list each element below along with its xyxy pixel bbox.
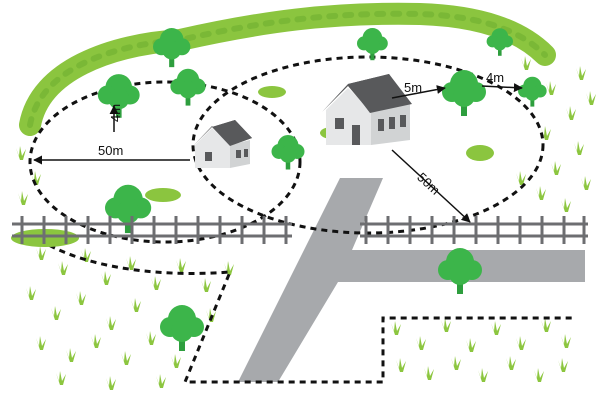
tree: [104, 184, 152, 234]
house-to-tree-arrow: [391, 85, 446, 99]
hedge-top: [19, 2, 556, 136]
fence-right: [360, 216, 588, 244]
tree-height-label: 4m: [108, 104, 123, 122]
shrubs: [11, 86, 494, 247]
road: [238, 178, 585, 382]
left-distance-label: 50m: [98, 143, 123, 158]
tree: [160, 305, 204, 351]
house-to-tree-label: 5m: [404, 80, 422, 95]
tree: [518, 76, 547, 107]
tree-to-tree-arrow: [481, 83, 523, 93]
large-house: [322, 74, 412, 145]
grass-bottom-right: [391, 318, 571, 382]
tree-to-tree-label: 4m: [486, 70, 504, 85]
small-house: [193, 120, 252, 168]
lower-zone-boundary: [39, 238, 572, 384]
left-zone-boundary: [28, 80, 302, 244]
right-distance-arrow: [391, 149, 471, 223]
fence-left: [12, 216, 292, 244]
right-zone-boundary: [191, 55, 545, 235]
zone-boundaries: [28, 55, 572, 384]
tree: [357, 28, 388, 61]
tree: [170, 68, 206, 106]
